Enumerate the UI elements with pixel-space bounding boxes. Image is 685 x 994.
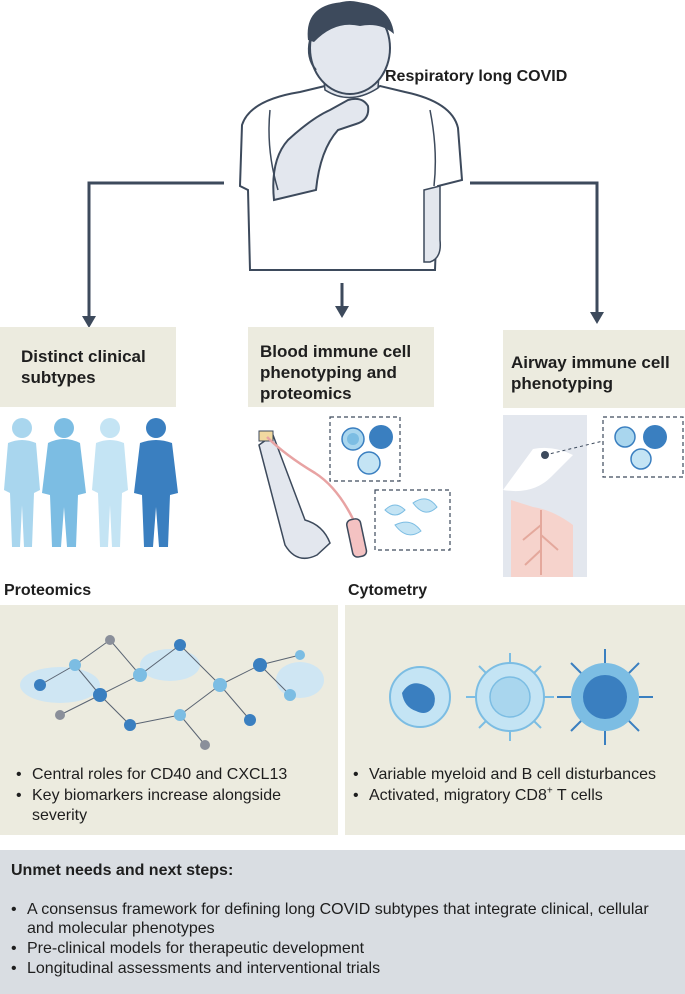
t-cell: [557, 649, 653, 745]
unmet-needs-panel: Unmet needs and next steps: A consensus …: [0, 850, 685, 994]
label-text: Distinct clinical subtypes: [21, 347, 146, 387]
silhouette-3: [92, 418, 128, 547]
cd8-superscript: +: [546, 785, 553, 797]
proteomics-finding: Key biomarkers increase alongside severi…: [14, 786, 334, 826]
cytometry-panel: Variable myeloid and B cell disturbances…: [345, 605, 685, 835]
protein-network: [20, 635, 324, 750]
myeloid-cell: [389, 666, 451, 728]
label-airway-immune-cell: Airway immune cell phenotyping: [503, 330, 685, 408]
label-distinct-clinical-subtypes: Distinct clinical subtypes: [0, 327, 176, 407]
unmet-need: A consensus framework for defining long …: [9, 900, 669, 938]
silhouette-2: [42, 418, 86, 547]
left-arrowhead: [82, 316, 96, 328]
cytometry-findings: Variable myeloid and B cell disturbances…: [351, 765, 681, 807]
right-arrow-line: [470, 181, 599, 318]
title-respiratory-long-covid: Respiratory long COVID: [385, 68, 568, 85]
immune-cells: [389, 649, 653, 745]
coughing-person-illustration: [238, 1, 464, 271]
airway-illustration: [503, 415, 684, 577]
unmet-need: Pre-clinical models for therapeutic deve…: [9, 939, 669, 958]
label-blood-immune-cell: Blood immune cell phenotyping and proteo…: [248, 327, 434, 407]
label-text: Blood immune cell phenotyping and proteo…: [260, 342, 412, 403]
cytometry-title: Cytometry: [348, 582, 428, 599]
cytometry-finding: Activated, migratory CD8+ T cells: [351, 786, 681, 806]
clinical-subtypes-silhouettes: [4, 418, 178, 547]
label-text: Airway immune cell phenotyping: [511, 353, 670, 393]
cell-inset-lower: [374, 489, 451, 551]
cd8-text: Activated, migratory CD8: [369, 787, 547, 804]
b-cell: [466, 653, 554, 741]
left-arrow-line: [87, 181, 224, 322]
proteomics-findings: Central roles for CD40 and CXCL13 Key bi…: [14, 765, 334, 827]
silhouette-4: [134, 418, 178, 547]
proteomics-title: Proteomics: [4, 582, 92, 599]
proteomics-panel: Central roles for CD40 and CXCL13 Key bi…: [0, 605, 338, 835]
cytometry-finding: Variable myeloid and B cell disturbances: [351, 765, 681, 785]
middle-arrowhead: [335, 306, 349, 318]
unmet-need: Longitudinal assessments and interventio…: [9, 959, 669, 978]
cell-inset-upper: [329, 416, 401, 482]
unmet-needs-title: Unmet needs and next steps:: [11, 862, 234, 879]
blood-draw-illustration: [258, 416, 451, 560]
right-arrowhead: [590, 312, 604, 324]
proteomics-finding: Central roles for CD40 and CXCL13: [14, 765, 334, 785]
t-cells-text: T cells: [556, 787, 603, 804]
unmet-needs-list: A consensus framework for defining long …: [9, 900, 669, 979]
branch-arrows: [82, 181, 604, 328]
silhouette-1: [4, 418, 40, 547]
